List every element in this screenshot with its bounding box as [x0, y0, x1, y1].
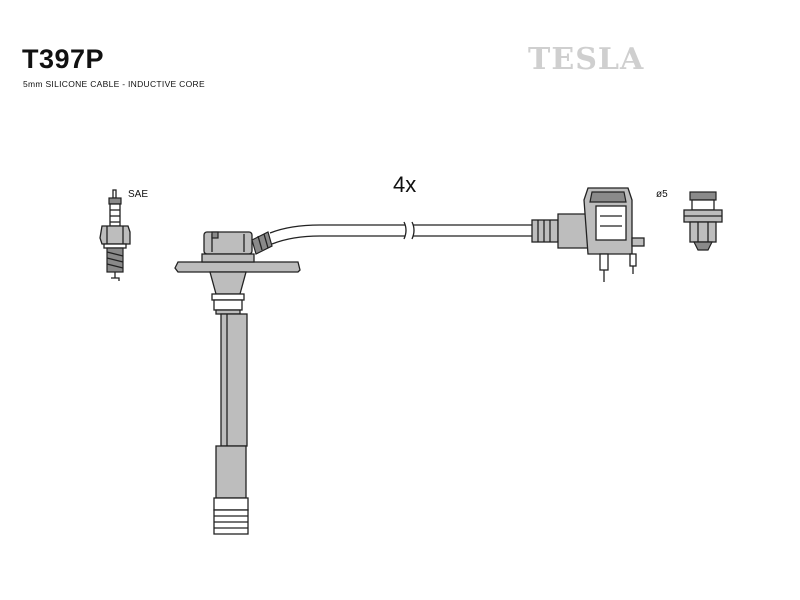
part-code: T397P [22, 44, 105, 74]
ignition-cable-icon [269, 221, 532, 245]
brand-logo: TESLA [528, 42, 645, 77]
cable-spec: 5mm SILICONE CABLE - INDUCTIVE CORE [23, 79, 205, 89]
terminal-pin-icon [683, 191, 723, 251]
spark-plug-boot-icon [174, 231, 301, 535]
spark-plug-icon [99, 189, 131, 281]
quantity-label: 4x [393, 172, 417, 197]
terminal-diameter-label: ø5 [656, 189, 668, 200]
coil-connector-icon [531, 187, 645, 282]
spark-plug-type-label: SAE [128, 189, 149, 200]
